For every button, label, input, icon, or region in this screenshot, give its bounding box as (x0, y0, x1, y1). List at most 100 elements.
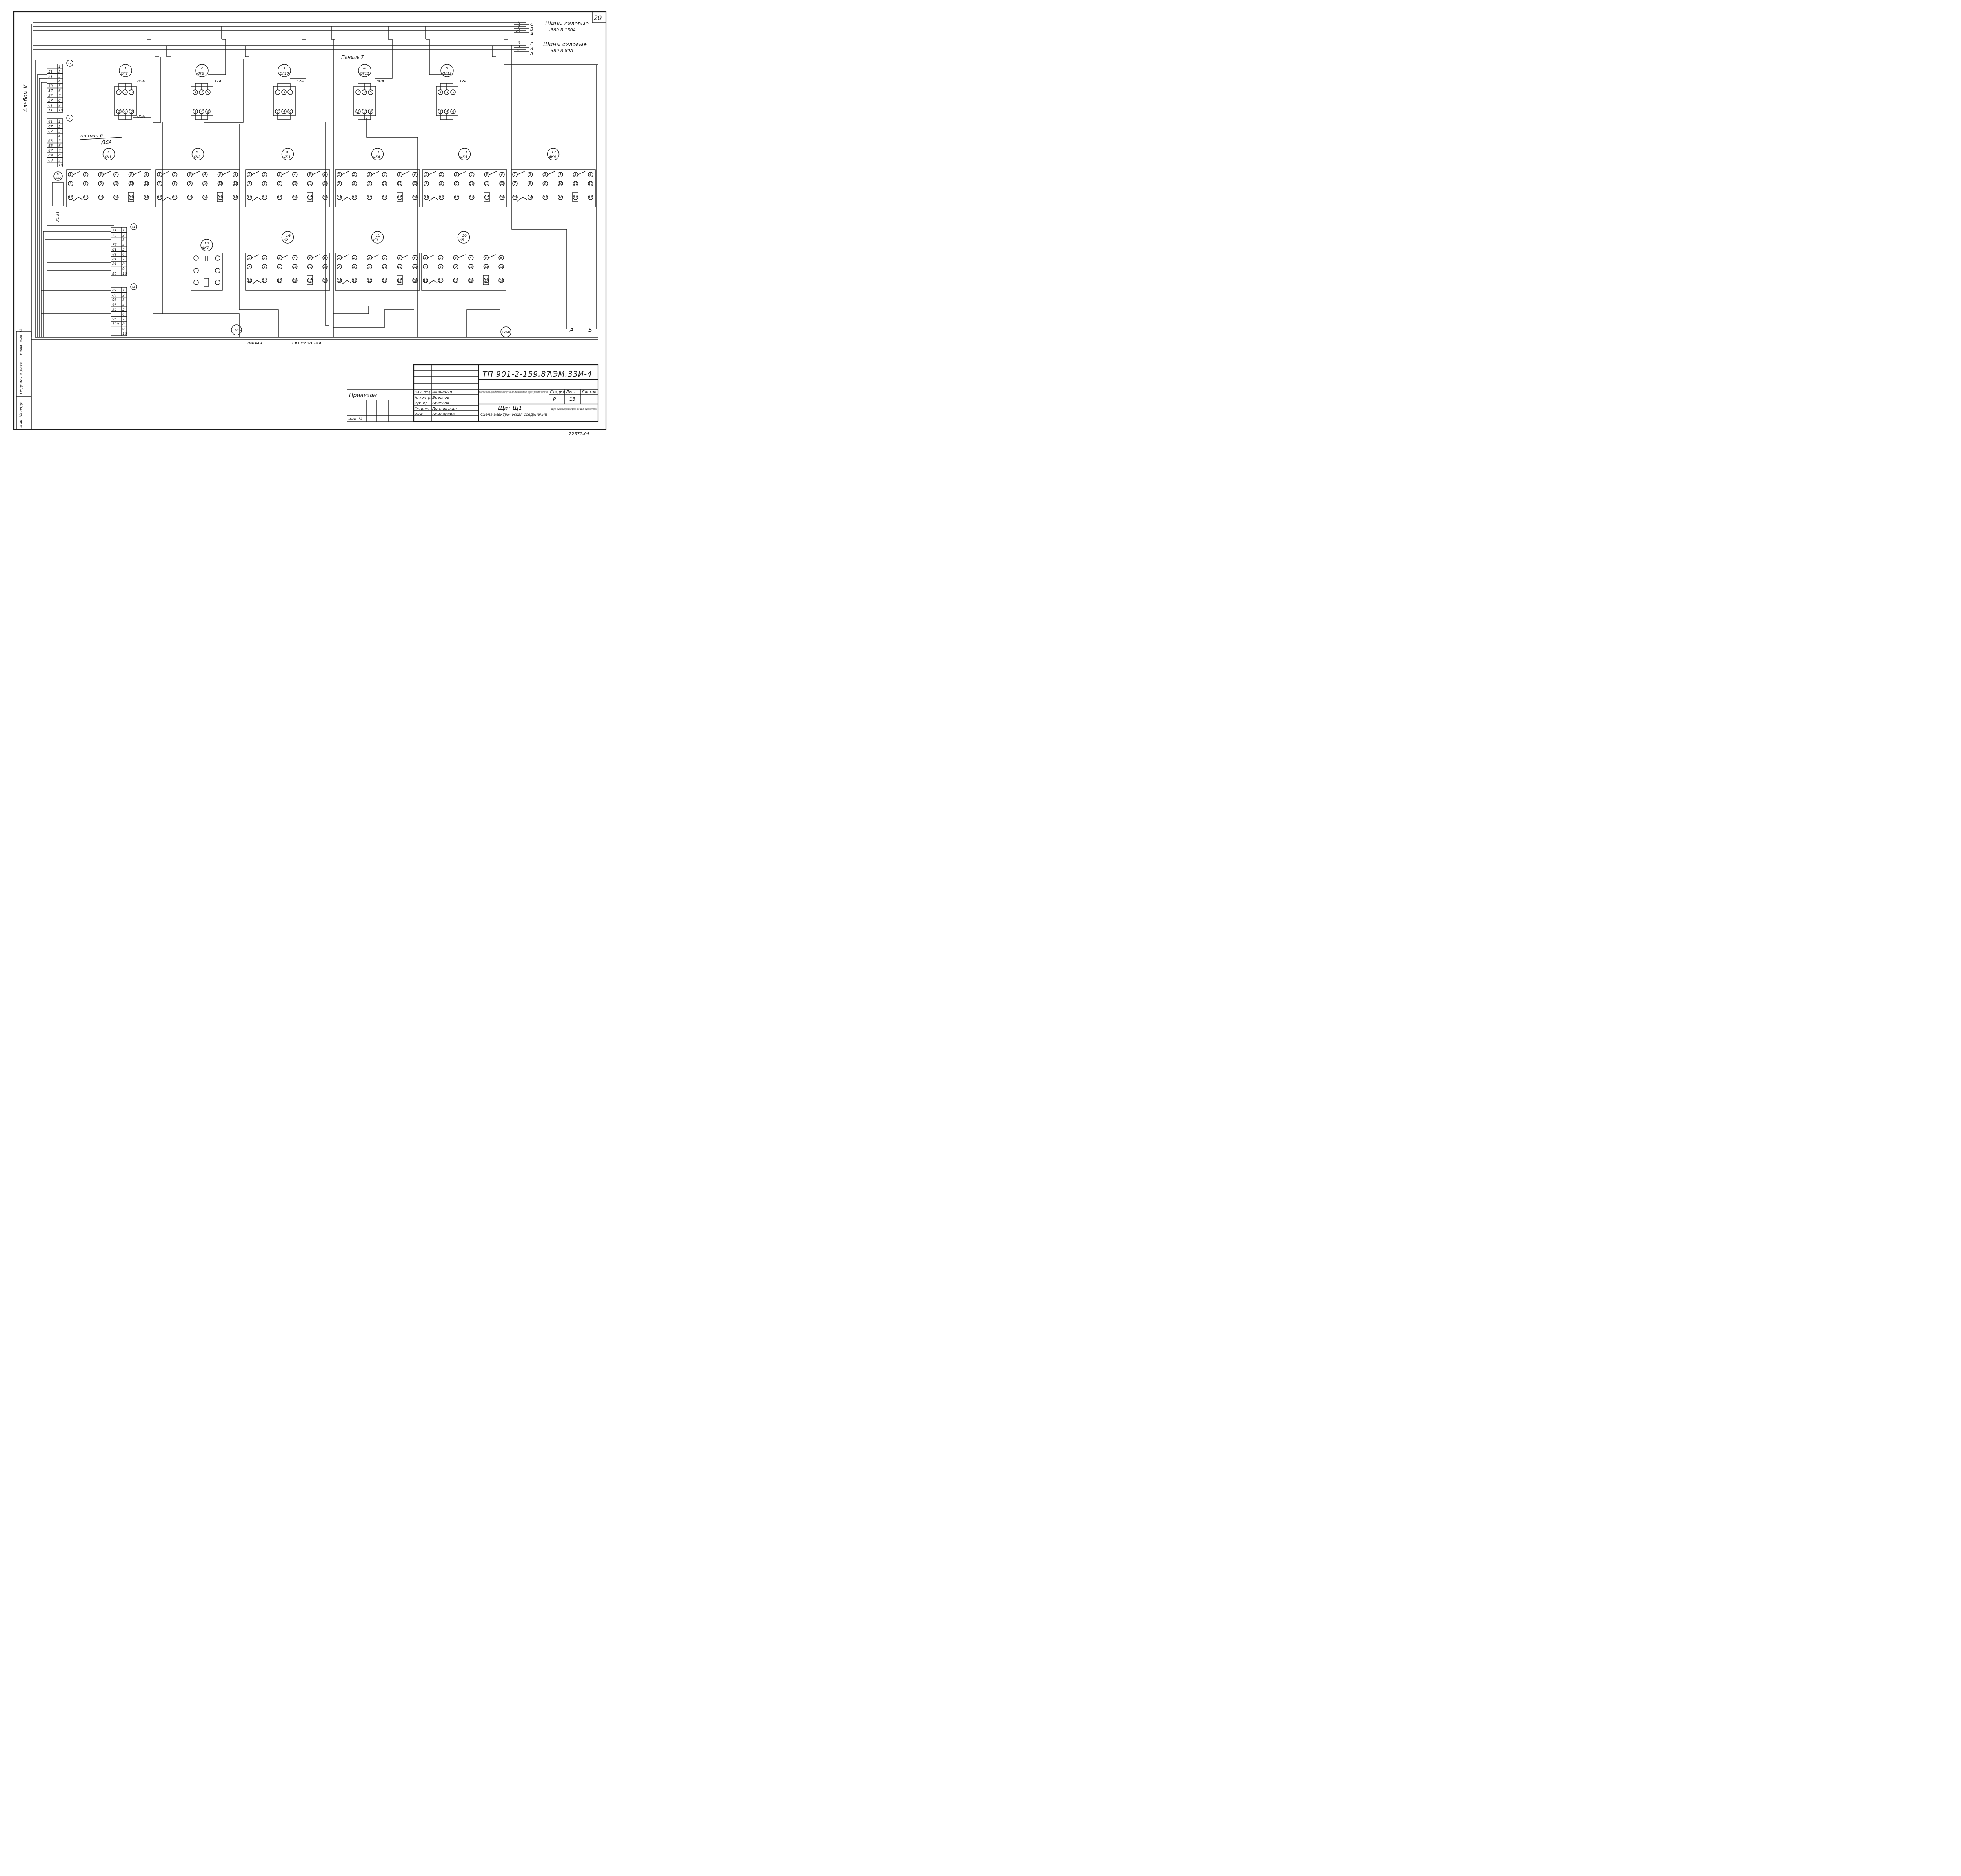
relay-terminal-num: 9 (455, 265, 457, 269)
breaker-terminal-num: 1 (195, 91, 196, 94)
terminal-num: 5 (122, 248, 125, 252)
terminal-wire-num: 51 (48, 70, 53, 74)
relay-terminal (83, 195, 89, 200)
terminal-wire-num: 67 (48, 130, 53, 134)
relay-terminal (412, 172, 418, 177)
breaker-terminal-num: 5 (207, 91, 209, 94)
terminal-block-ref: 38 (67, 116, 71, 120)
terminal-wire-num: 93 (112, 303, 117, 307)
relay-terminal (397, 264, 403, 269)
relay-terminal-num: 1 (69, 173, 71, 177)
relay-terminal-num: 5 (574, 173, 576, 177)
relay-coil (397, 192, 403, 202)
relay-terminal-num: 3 (455, 256, 457, 260)
relay-ref-circle (281, 231, 294, 244)
relay-terminal (322, 181, 328, 186)
ref-bottom-left-circle (231, 324, 242, 335)
relay-terminal-num: 2 (440, 173, 442, 177)
busbars (33, 22, 529, 57)
relay-terminal-num: 15 (278, 279, 282, 282)
relay-terminal (454, 195, 459, 200)
x1-label: X1 51 (56, 211, 60, 222)
relay-body (245, 169, 330, 207)
relay-terminal (113, 181, 119, 186)
relay-terminal-num: 11 (398, 182, 402, 186)
relay-terminal-num: 3 (455, 173, 457, 177)
relay-terminal-num: 16 (293, 279, 297, 282)
relay-terminal (438, 172, 444, 177)
terminal-num: 3 (122, 298, 125, 302)
relay-name: 4К6 (549, 155, 556, 159)
role-name: Бондарева (432, 412, 455, 417)
breaker-ref-circle (119, 64, 132, 77)
relay-terminal (98, 195, 104, 200)
relay-terminal (498, 278, 504, 283)
relay-terminal-num: 2 (264, 173, 266, 177)
relay-terminal-num: 13 (158, 196, 162, 199)
relay-terminal (322, 195, 328, 200)
relay-terminal (262, 172, 267, 177)
relay-ref-circle (281, 148, 294, 160)
role-title: Н. контр. (415, 396, 431, 400)
relay-terminal-num: 5 (309, 256, 311, 260)
switch-1sa-body (52, 182, 64, 206)
breaker-terminal-num: 5 (289, 91, 291, 94)
relay-terminal (172, 195, 178, 200)
relay-terminal-num: 7 (425, 182, 427, 186)
relay-terminal-num: 13 (513, 196, 517, 199)
relay-body (421, 253, 506, 291)
relay-terminal-num: 12 (323, 182, 327, 186)
relay-terminal (68, 181, 73, 186)
relay-terminal (527, 172, 533, 177)
relay-terminal-num: 3 (278, 256, 280, 260)
terminal-num: 8 (58, 99, 61, 103)
breaker-terminal-num: 1 (118, 91, 120, 94)
relay-body (422, 169, 507, 207)
relay-terminal-num: 4 (294, 256, 296, 260)
relay-name: 4К5 (460, 155, 468, 159)
relay-terminal (202, 181, 208, 186)
relay-terminal (172, 181, 178, 186)
relay-terminal-num: 7 (514, 182, 516, 186)
breaker-terminal-num: 3 (283, 91, 285, 94)
relay-terminal-num: 12 (323, 265, 327, 269)
relay-terminal-num: 9 (278, 265, 280, 269)
relay-terminal (468, 278, 474, 283)
relay-terminal-num: 4 (204, 173, 206, 177)
relay-terminal-num: 15 (543, 196, 547, 199)
drawing-sub: Схема электрическая соединений (480, 413, 547, 417)
relay-terminal-num: 16 (470, 196, 474, 199)
relay-pos: 9 (286, 150, 288, 155)
role-title: Нач. отд. (415, 391, 431, 395)
terminal-block-ref-circle (66, 115, 73, 122)
terminal-num: 9 (122, 327, 125, 331)
relay-terminal-num: 1 (514, 173, 516, 177)
terminal-block-ref: 37 (67, 62, 72, 65)
terminal-wire-num: 61 (48, 104, 53, 107)
relay-terminal-num: 17 (398, 279, 402, 282)
relay-terminal (558, 172, 563, 177)
phase-code-3: Ж (516, 29, 520, 33)
relay-terminal (382, 264, 387, 269)
relay-terminal-num: 7 (338, 265, 340, 269)
busbar-group1-rating: ~380 В 150А (547, 27, 576, 33)
relay-name: 4К3 (284, 155, 291, 159)
relay-terminal-num: 4 (384, 173, 386, 177)
breaker-name: QF2 (121, 72, 128, 76)
relay-terminal-num: 16 (293, 196, 297, 199)
relay-terminal (367, 195, 372, 200)
left-wiring-bundle (37, 74, 114, 337)
panel-label: Панель 7 (341, 55, 364, 60)
relay-terminal-num: 16 (383, 279, 387, 282)
relay-terminal (187, 181, 193, 186)
terminal-num: 1 (58, 120, 61, 124)
relay-terminal (367, 278, 372, 283)
relay-terminal (351, 195, 357, 200)
terminal-wire-num: 93 (112, 308, 117, 312)
terminal-num: 8 (122, 262, 125, 266)
relay-terminal (292, 172, 298, 177)
relay-body (245, 253, 330, 291)
relay-name: К5 (460, 238, 464, 242)
